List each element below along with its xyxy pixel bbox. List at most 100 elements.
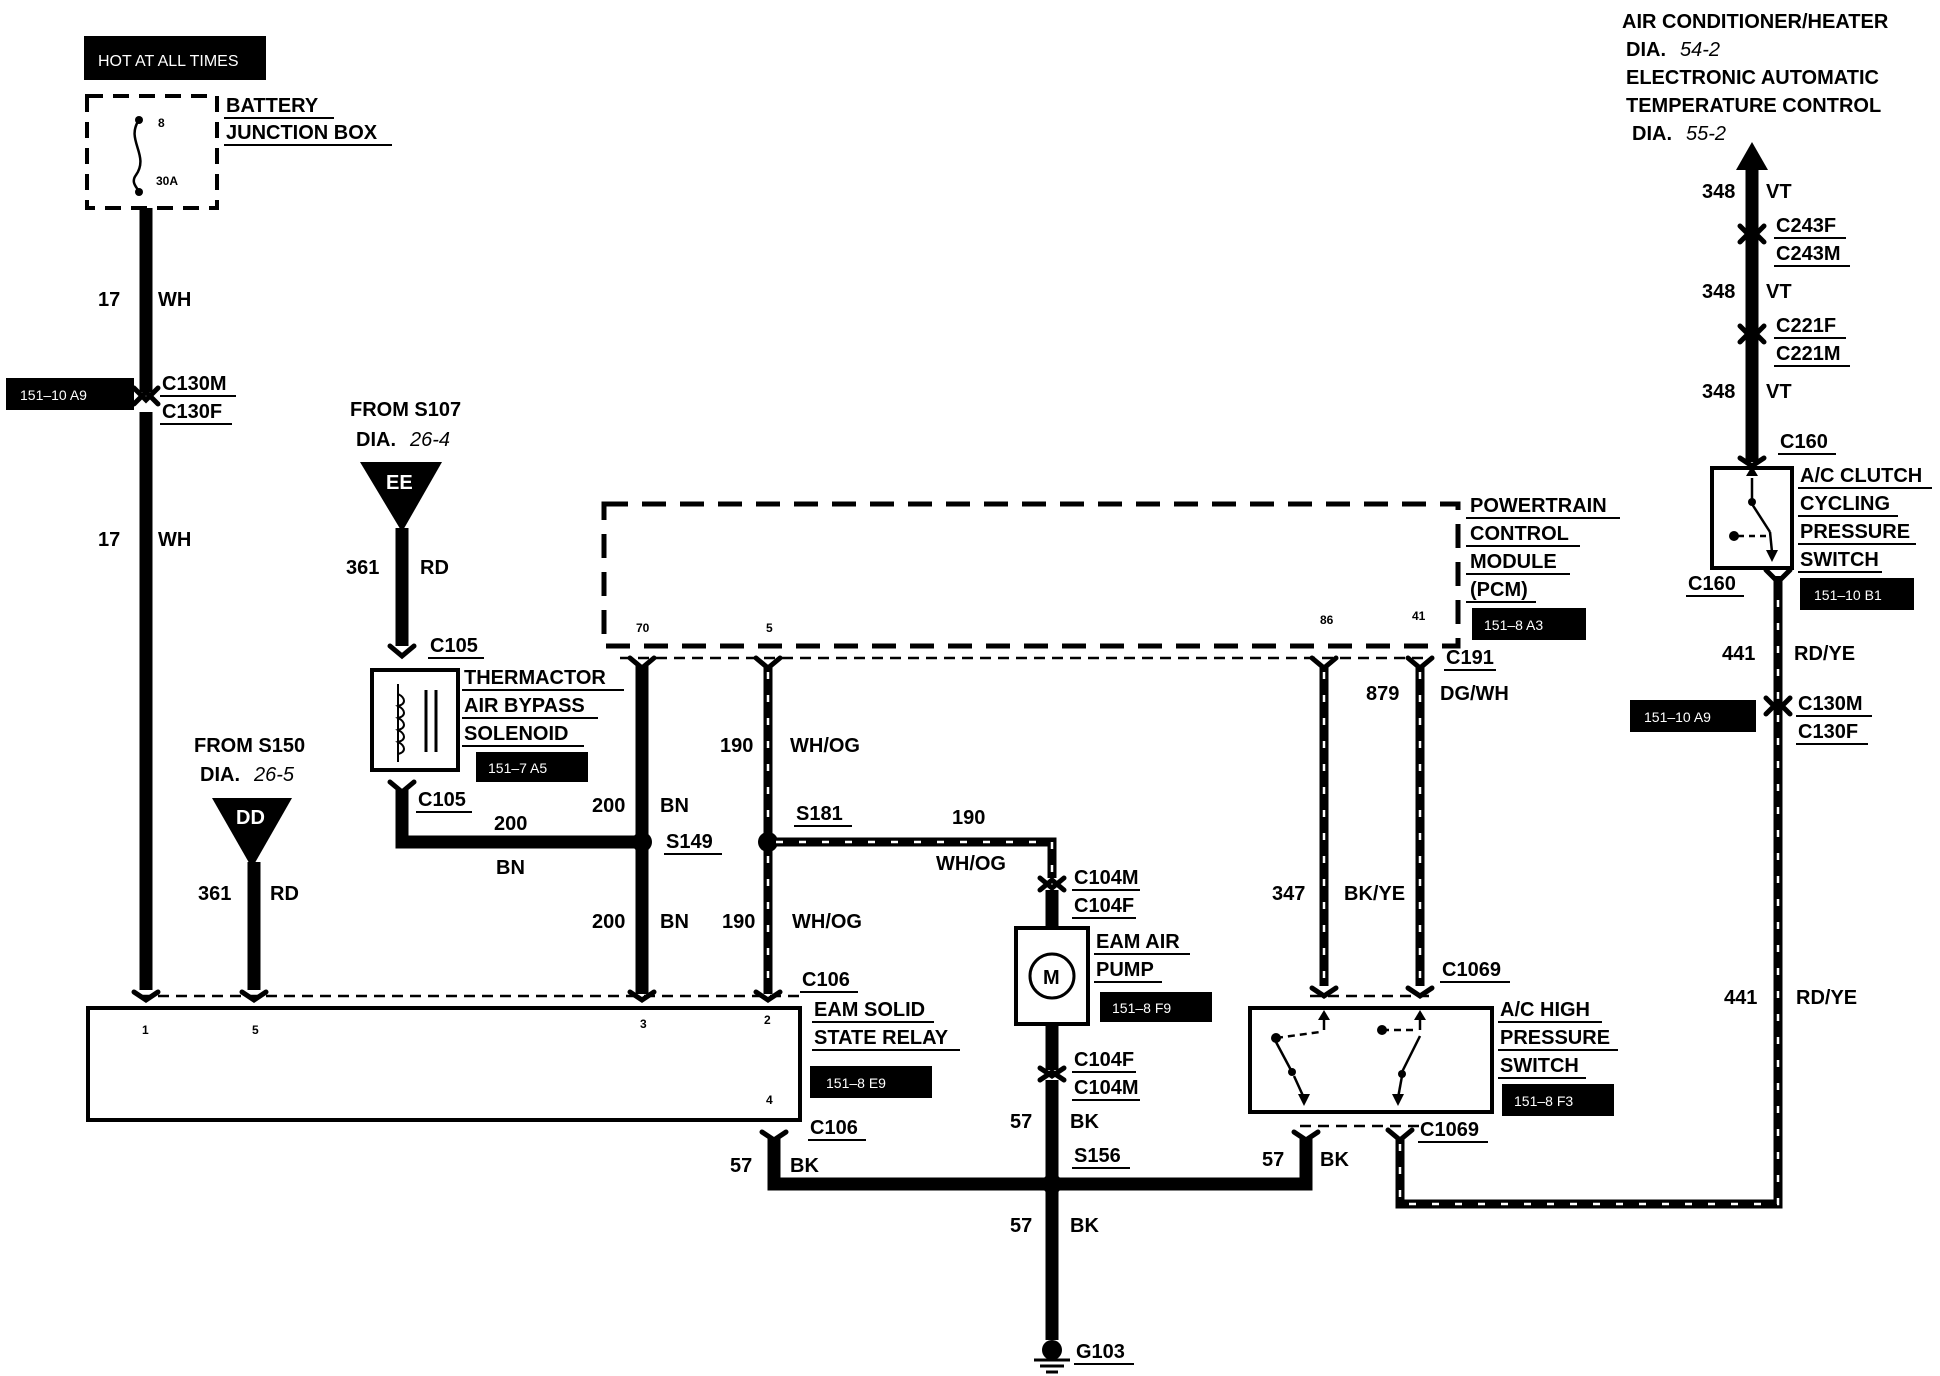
- wire-57-upper-color: BK: [1070, 1111, 1099, 1133]
- hot-at-all-times-badge: [84, 36, 266, 80]
- cycling-switch-ref-tag: [1800, 578, 1914, 610]
- wire-57-left-number: 57: [730, 1155, 752, 1177]
- c221-connector-symbol: [1737, 323, 1767, 345]
- eatc-label-line1: ELECTRONIC AUTOMATIC: [1626, 67, 1879, 89]
- ee-symbol-text: EE: [386, 472, 413, 494]
- ac-high-pressure-switch: [1248, 1006, 1494, 1114]
- pump-ref-text: 151–8 F9: [1112, 1000, 1171, 1016]
- wire-200-lower-color: BN: [660, 911, 689, 933]
- g103-label: G103: [1076, 1341, 1125, 1363]
- pcm-pin-41: 41: [1412, 609, 1426, 623]
- wire-361-upper-number: 361: [346, 557, 379, 579]
- hp-switch-label-line3: SWITCH: [1500, 1055, 1579, 1077]
- wire-347-number: 347: [1272, 883, 1305, 905]
- c243-connector-symbol: [1737, 223, 1767, 245]
- battery-jb-label-line2: JUNCTION BOX: [226, 122, 378, 144]
- c243f-label: C243F: [1776, 215, 1836, 237]
- relay-pin-1: 1: [142, 1023, 149, 1037]
- pcm-label-line1: POWERTRAIN: [1470, 495, 1607, 517]
- eam-relay-box: [86, 1006, 802, 1122]
- pcm-pin-86: 86: [1320, 613, 1334, 627]
- wire-57-left-color: BK: [790, 1155, 819, 1177]
- fuse-pin-label: 8: [158, 116, 165, 130]
- wire-441-upper-number: 441: [1722, 643, 1755, 665]
- thermactor-solenoid: [370, 668, 460, 772]
- wire-200-horizontal-color: BN: [496, 857, 525, 879]
- wire-190-lower-number: 190: [722, 911, 755, 933]
- c130-right-ref-tag: [1630, 700, 1756, 732]
- from-s107-dia-ref: 26-4: [409, 429, 450, 451]
- c106-lower-label: C106: [810, 1117, 858, 1139]
- ee-triangle-symbol: [360, 462, 442, 532]
- pcm-label-line3: MODULE: [1470, 551, 1557, 573]
- wire-17-lower-color: WH: [158, 529, 191, 551]
- c104m-upper-label: C104M: [1074, 867, 1138, 889]
- wire-190-upper-color: WH/OG: [790, 735, 860, 757]
- wire-361-lower-number: 361: [198, 883, 231, 905]
- wire-17-lower-number: 17: [98, 529, 120, 551]
- relay-pin-4: 4: [766, 1093, 773, 1107]
- c106-upper-label: C106: [802, 969, 850, 991]
- hp-switch-ref-text: 151–8 F3: [1514, 1093, 1573, 1109]
- wire-57-right-color: BK: [1320, 1149, 1349, 1171]
- ac-heater-dia-ref: 54-2: [1680, 39, 1720, 61]
- wire-441-upper-color: RD/YE: [1794, 643, 1855, 665]
- cycling-switch-label-line3: PRESSURE: [1800, 521, 1910, 543]
- c104f-upper-label: C104F: [1074, 895, 1134, 917]
- relay-pin-3: 3: [640, 1017, 647, 1031]
- eatc-dia-label: DIA.: [1632, 123, 1672, 145]
- wire-348-bottom-number: 348: [1702, 381, 1735, 403]
- pcm-ref-tag: [1472, 608, 1586, 640]
- fuse-icon: [132, 119, 142, 193]
- dd-symbol-text: DD: [236, 807, 265, 829]
- wire-57-left: [767, 1138, 1052, 1191]
- wire-57-right: [1052, 1138, 1313, 1191]
- c130-left-ref-text: 151–10 A9: [20, 387, 87, 403]
- arrow-up-icon: [1736, 142, 1768, 170]
- wire-200-upper-color: BN: [660, 795, 689, 817]
- s156-label: S156: [1074, 1145, 1121, 1167]
- c1069-lower-label: C1069: [1420, 1119, 1479, 1141]
- c221m-label: C221M: [1776, 343, 1840, 365]
- hot-at-all-times-label: HOT AT ALL TIMES: [98, 53, 239, 70]
- from-s107-label: FROM S107: [350, 399, 461, 421]
- c105-lower-label: C105: [418, 789, 466, 811]
- wire-57-upper-number: 57: [1010, 1111, 1032, 1133]
- wire-361-lower-color: RD: [270, 883, 299, 905]
- hp-switch-ref-tag: [1502, 1084, 1614, 1116]
- s149-splice-dot: [632, 832, 652, 852]
- from-s107-dia-label: DIA.: [356, 429, 396, 451]
- c130m-left-label: C130M: [162, 373, 226, 395]
- pump-label-line2: PUMP: [1096, 959, 1154, 981]
- pcm-pin-70: 70: [636, 621, 650, 635]
- wire-200-horizontal: [395, 790, 642, 849]
- motor-symbol-text: M: [1043, 967, 1060, 989]
- wire-348-bottom-color: VT: [1766, 381, 1792, 403]
- c130f-left-label: C130F: [162, 401, 222, 423]
- dd-triangle-symbol: [212, 798, 292, 868]
- relay-pin-5: 5: [252, 1023, 259, 1037]
- ac-heater-dia-label: DIA.: [1626, 39, 1666, 61]
- cycling-switch-ref-text: 151–10 B1: [1814, 587, 1882, 603]
- c105-upper-label: C105: [430, 635, 478, 657]
- fuse-rating-label: 30A: [156, 174, 178, 188]
- c130-connector-right-symbol: [1763, 695, 1793, 717]
- thermactor-label-line3: SOLENOID: [464, 723, 568, 745]
- c160-lower-label: C160: [1688, 573, 1736, 595]
- c221f-label: C221F: [1776, 315, 1836, 337]
- wire-190-to-pump: [768, 837, 1057, 878]
- ac-clutch-cycling-switch: [1710, 466, 1794, 570]
- c130-connector-left-symbol: [131, 385, 161, 407]
- s181-label: S181: [796, 803, 843, 825]
- hp-switch-label-line1: A/C HIGH: [1500, 999, 1590, 1021]
- wire-879-number: 879: [1366, 683, 1399, 705]
- thermactor-label-line2: AIR BYPASS: [464, 695, 585, 717]
- ac-heater-label: AIR CONDITIONER/HEATER: [1622, 11, 1889, 33]
- pump-ref-tag: [1100, 992, 1212, 1022]
- c104f-lower-label: C104F: [1074, 1049, 1134, 1071]
- hp-switch-label-line2: PRESSURE: [1500, 1027, 1610, 1049]
- wire-200-upper-number: 200: [592, 795, 625, 817]
- wire-348-top-color: VT: [1766, 181, 1792, 203]
- c1069-upper-label: C1069: [1442, 959, 1501, 981]
- from-s150-label: FROM S150: [194, 735, 305, 757]
